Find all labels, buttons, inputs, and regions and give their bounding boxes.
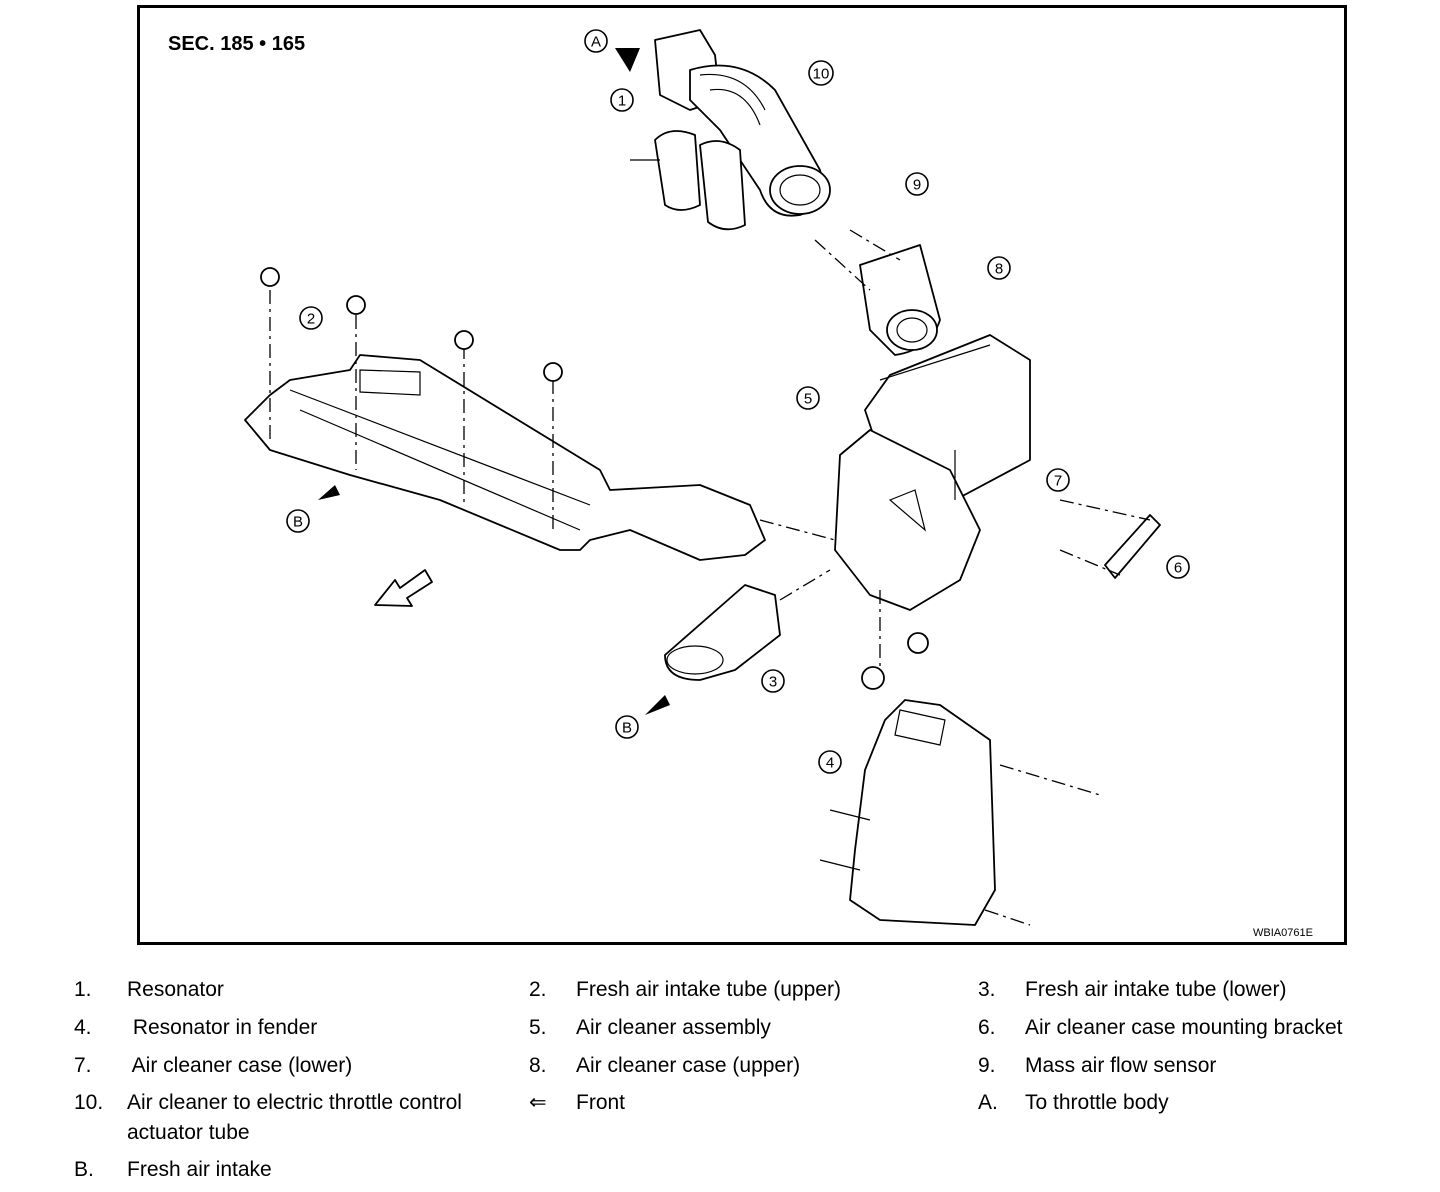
callout-b: B bbox=[286, 509, 310, 533]
svg-text:1: 1 bbox=[618, 93, 626, 110]
figure-code: WBIA0761E bbox=[1253, 927, 1313, 939]
callout-9: 9 bbox=[905, 172, 929, 196]
callout-7: 7 bbox=[1046, 468, 1070, 492]
legend-num: 8. bbox=[529, 1054, 547, 1077]
exploded-view-diagram: 1 2 3 4 5 6 7 8 9 10 A B B bbox=[244, 29, 1190, 926]
svg-text:9: 9 bbox=[913, 177, 921, 194]
resonator-in-fender-part bbox=[819, 699, 996, 926]
clips bbox=[260, 267, 929, 690]
callout-8: 8 bbox=[987, 256, 1011, 280]
svg-text:6: 6 bbox=[1174, 560, 1182, 577]
svg-text:4: 4 bbox=[826, 755, 834, 772]
callout-b: B bbox=[615, 715, 639, 739]
callout-6: 6 bbox=[1166, 555, 1190, 579]
legend-text: Air cleaner assembly bbox=[576, 1016, 771, 1039]
legend-text: Fresh air intake tube (lower) bbox=[1025, 978, 1287, 1001]
air-cleaner-assembly-part bbox=[834, 334, 1031, 611]
svg-text:2: 2 bbox=[307, 311, 315, 328]
arrow-a bbox=[615, 48, 640, 72]
legend-text: Fresh air intake bbox=[127, 1158, 272, 1181]
svg-text:10: 10 bbox=[813, 66, 830, 83]
legend-num: A. bbox=[978, 1091, 998, 1114]
legend-num: 1. bbox=[74, 978, 92, 1001]
svg-text:7: 7 bbox=[1054, 473, 1062, 490]
legend-text: Air cleaner case (lower) bbox=[127, 1054, 353, 1077]
arrow-b-lower bbox=[645, 695, 670, 715]
legend-text: Resonator bbox=[127, 978, 224, 1001]
legend-num: 3. bbox=[978, 978, 996, 1001]
legend-num: 2. bbox=[529, 978, 547, 1001]
legend-text: Fresh air intake tube (upper) bbox=[576, 978, 841, 1001]
callout-3: 3 bbox=[761, 669, 785, 693]
legend-text: Air cleaner case (upper) bbox=[576, 1054, 801, 1077]
legend-text: Resonator in fender bbox=[127, 1016, 318, 1039]
resonator-part bbox=[630, 130, 746, 231]
legend-text: Front bbox=[576, 1091, 626, 1114]
svg-text:5: 5 bbox=[804, 391, 812, 408]
legend-num: ⇐ bbox=[529, 1091, 547, 1114]
legend-num: 7. bbox=[74, 1054, 92, 1077]
legend-num: 6. bbox=[978, 1016, 996, 1039]
svg-text:B: B bbox=[293, 514, 303, 531]
callout-2: 2 bbox=[299, 306, 323, 330]
fresh-air-intake-tube-lower-part bbox=[664, 584, 781, 681]
callout-a: A bbox=[584, 29, 608, 53]
legend-text: Air cleaner case mounting bracket bbox=[1025, 1016, 1343, 1039]
legend-num: 5. bbox=[529, 1016, 547, 1039]
section-label: SEC. 185 • 165 bbox=[168, 33, 306, 55]
legend-num: 4. bbox=[74, 1016, 92, 1039]
callout-10: 10 bbox=[808, 60, 834, 86]
legend-text: Mass air flow sensor bbox=[1025, 1054, 1217, 1077]
svg-text:B: B bbox=[622, 720, 632, 737]
mounting-bracket-part bbox=[1104, 514, 1161, 579]
legend-text: Air cleaner to electric throttle control… bbox=[127, 1091, 462, 1144]
throttle-actuator-tube-part bbox=[654, 29, 831, 217]
mass-air-flow-sensor-part bbox=[859, 244, 941, 356]
svg-text:3: 3 bbox=[769, 674, 777, 691]
legend-num: 10. bbox=[74, 1091, 104, 1114]
diagram-frame bbox=[137, 5, 1347, 945]
legend-text: To throttle body bbox=[1025, 1091, 1169, 1114]
svg-text:A: A bbox=[591, 34, 601, 51]
front-arrow bbox=[374, 569, 433, 607]
legend-num: 9. bbox=[978, 1054, 996, 1077]
svg-text:8: 8 bbox=[995, 261, 1003, 278]
callout-4: 4 bbox=[818, 750, 842, 774]
legend-num: B. bbox=[74, 1158, 94, 1181]
arrow-b-upper bbox=[318, 485, 340, 500]
fresh-air-intake-tube-upper-part bbox=[244, 354, 766, 561]
callout-5: 5 bbox=[796, 386, 820, 410]
callout-1: 1 bbox=[610, 88, 634, 112]
